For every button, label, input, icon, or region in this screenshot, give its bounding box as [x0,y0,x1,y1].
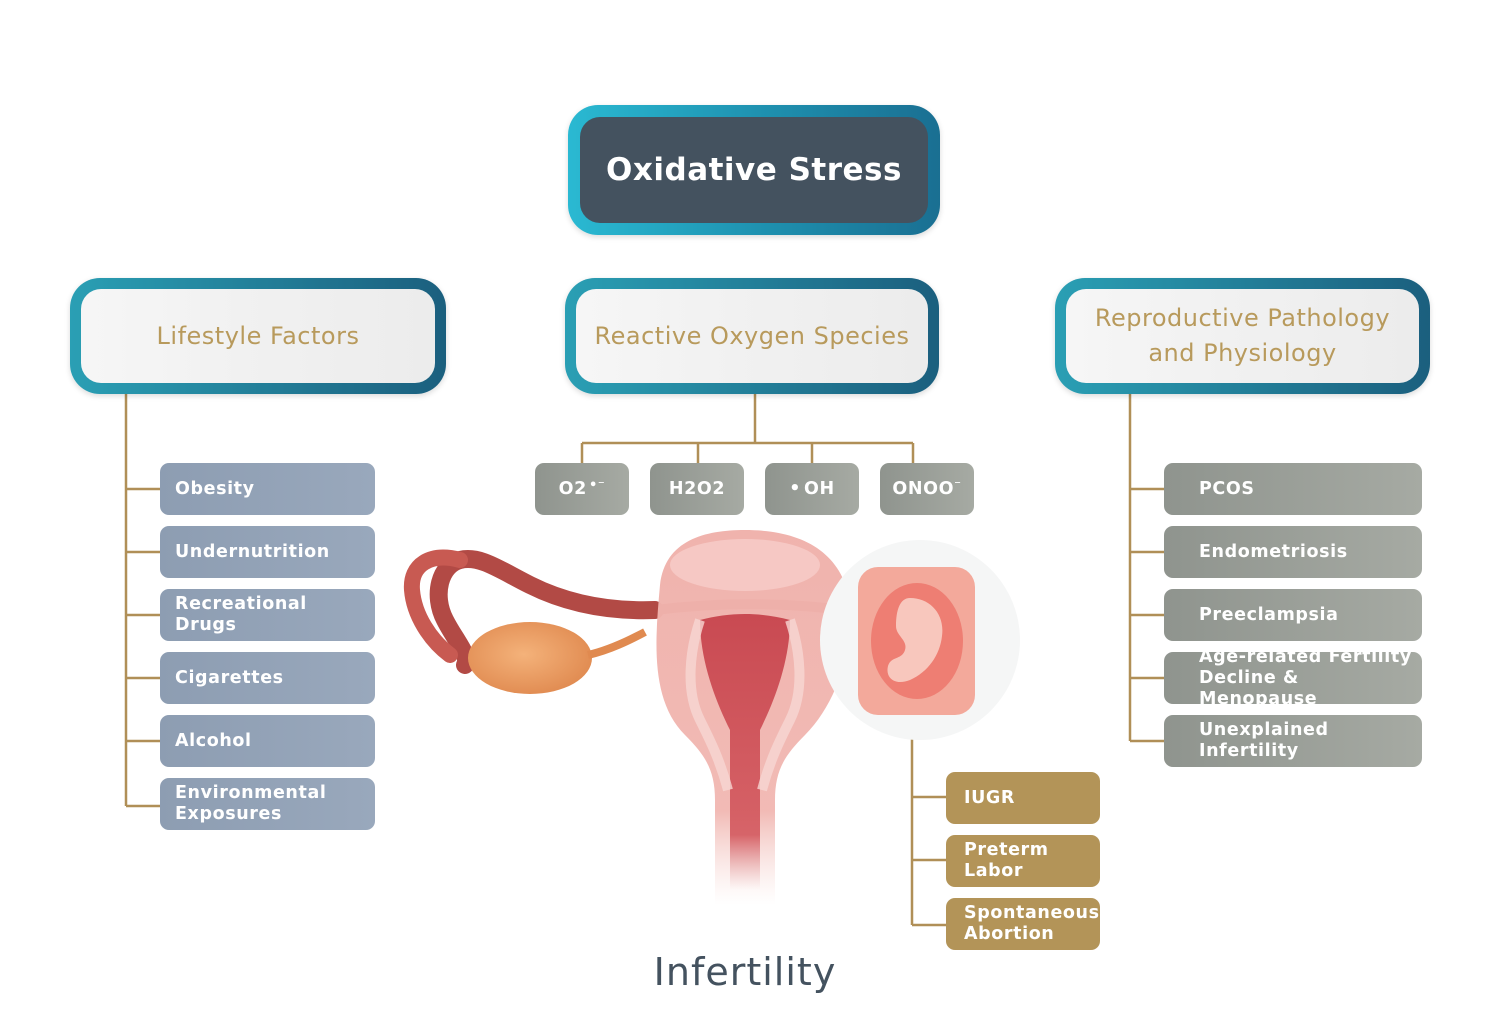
reproductive-pathology-line1: Reproductive Pathology [1094,304,1391,332]
lifestyle-item-cigarettes: Cigarettes [160,652,375,704]
reactive-oxygen-species-label: Reactive Oxygen Species [576,289,928,383]
lifestyle-item-label: Obesity [175,478,255,499]
reproductive-item-endometriosis: Endometriosis [1164,526,1422,578]
lifestyle-item-obesity: Obesity [160,463,375,515]
reactive-oxygen-species-box: Reactive Oxygen Species [565,278,939,394]
pregnancy-item-label-line2: Abortion [964,924,1055,944]
reproductive-pathology-label: Reproductive Pathology and Physiology [1066,289,1419,383]
reproductive-item-preeclampsia: Preeclampsia [1164,589,1422,641]
lifestyle-item-label: Undernutrition [175,541,330,562]
reproductive-pathology-box: Reproductive Pathology and Physiology [1055,278,1430,394]
lifestyle-item-label: Recreational Drugs [175,594,307,635]
pregnancy-item-iugr: IUGR [946,772,1100,824]
lifestyle-factors-box: Lifestyle Factors [70,278,446,394]
lifestyle-item-label: Alcohol [175,730,252,751]
reproductive-item-label-line1: Age-related Fertility [1199,646,1412,667]
pregnancy-item-label-line1: Preterm [964,840,1049,860]
infertility-label: Infertility [653,950,837,994]
ros-item-label: H2O2 [668,478,726,499]
reproductive-item-pcos: PCOS [1164,463,1422,515]
pregnancy-item-label: IUGR [964,787,1015,808]
ros-item-label: OH [804,478,835,499]
lifestyle-item-label-line1: Environmental [175,783,327,803]
left-ovary [468,622,592,694]
ros-item-superscript: ⁻ [954,477,962,493]
lifestyle-item-label-line2: Exposures [175,804,282,824]
embryo-icon [887,598,943,683]
lifestyle-item-undernutrition: Undernutrition [160,526,375,578]
lifestyle-item-label: Cigarettes [175,667,284,688]
lifestyle-factors-label: Lifestyle Factors [81,289,435,383]
ros-item-label: ONOO [892,478,955,499]
ros-item-hydroxyl: •OH [765,463,859,515]
oxidative-stress-title: Oxidative Stress [580,117,928,223]
pregnancy-item-spontaneous-abortion: Spontaneous Abortion [946,898,1100,950]
lifestyle-item-recreational-drugs: Recreational Drugs [160,589,375,641]
reproductive-item-age-related-decline: Age-related Fertility Decline & Menopaus… [1164,647,1422,709]
ros-item-peroxynitrite: ONOO⁻ [880,463,974,515]
ros-item-hydrogen-peroxide: H2O2 [650,463,744,515]
pregnancy-item-label-line2: Labor [964,861,1024,881]
reproductive-pathology-line2: and Physiology [1148,339,1337,367]
pregnancy-item-preterm-labor: Preterm Labor [946,835,1100,887]
reproductive-item-label-line2: Infertility [1199,741,1299,761]
ros-item-prefix: • [789,478,802,499]
reproductive-item-label: Preeclampsia [1199,604,1339,625]
reproductive-item-label-line2: Decline & Menopause [1199,667,1318,709]
ros-item-superscript: •⁻ [588,477,606,493]
lifestyle-item-alcohol: Alcohol [160,715,375,767]
reproductive-item-label: PCOS [1199,478,1255,499]
uterine-cavity [700,614,790,890]
ros-item-label: O2 [558,478,587,499]
pregnancy-item-label-line1: Spontaneous [964,903,1100,923]
oxidative-stress-box: Oxidative Stress [568,105,940,235]
reproductive-item-label: Endometriosis [1199,541,1348,562]
reproductive-item-label-line1: Unexplained [1199,720,1329,740]
reproductive-item-unexplained-infertility: Unexplained Infertility [1164,715,1422,767]
ros-item-superoxide: O2•⁻ [535,463,629,515]
lifestyle-item-environmental-exposures: Environmental Exposures [160,778,375,830]
